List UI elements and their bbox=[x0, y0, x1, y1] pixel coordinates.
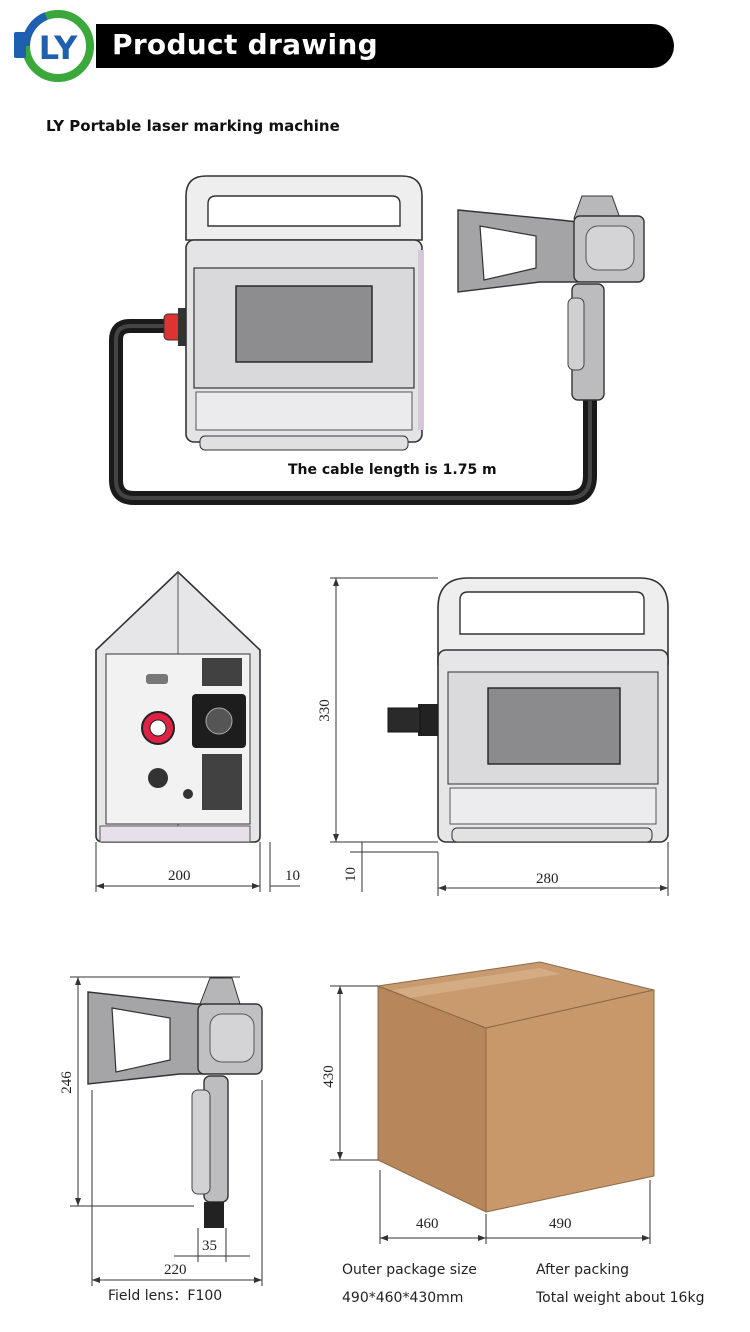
product-subtitle: LY Portable laser marking machine bbox=[46, 117, 340, 135]
title-banner bbox=[96, 24, 674, 68]
box-depth-label: 460 bbox=[416, 1216, 439, 1232]
package-size-label: Outer package size bbox=[342, 1262, 477, 1278]
box-height-label: 430 bbox=[320, 1065, 337, 1088]
after-packing-label: After packing bbox=[536, 1262, 629, 1278]
total-weight-value: Total weight about 16kg bbox=[536, 1290, 705, 1306]
field-lens-caption: Field lens：F100 bbox=[108, 1288, 223, 1304]
front-foot-label: 10 bbox=[343, 867, 359, 882]
page-title: Product drawing bbox=[112, 28, 378, 61]
handheld-gun-view bbox=[70, 976, 263, 1286]
package-size-value: 490*460*430mm bbox=[342, 1290, 464, 1306]
gun-height-label: 246 bbox=[58, 1071, 75, 1094]
side-width-label: 200 bbox=[168, 868, 191, 884]
logo-text: LY bbox=[39, 29, 78, 67]
front-width-label: 280 bbox=[536, 871, 559, 887]
laser-machine-top-view bbox=[109, 175, 645, 505]
cable-length-note: The cable length is 1.75 m bbox=[288, 462, 497, 478]
machine-side-view bbox=[95, 570, 300, 892]
machine-front-view bbox=[330, 577, 669, 896]
front-height-label: 330 bbox=[316, 699, 333, 722]
side-offset-label: 10 bbox=[285, 868, 300, 884]
shipping-box bbox=[330, 961, 655, 1244]
box-width-label: 490 bbox=[549, 1216, 572, 1232]
gun-length-label: 220 bbox=[164, 1262, 187, 1278]
ly-logo: LY bbox=[14, 10, 94, 82]
gun-nozzle-label: 35 bbox=[202, 1238, 217, 1254]
